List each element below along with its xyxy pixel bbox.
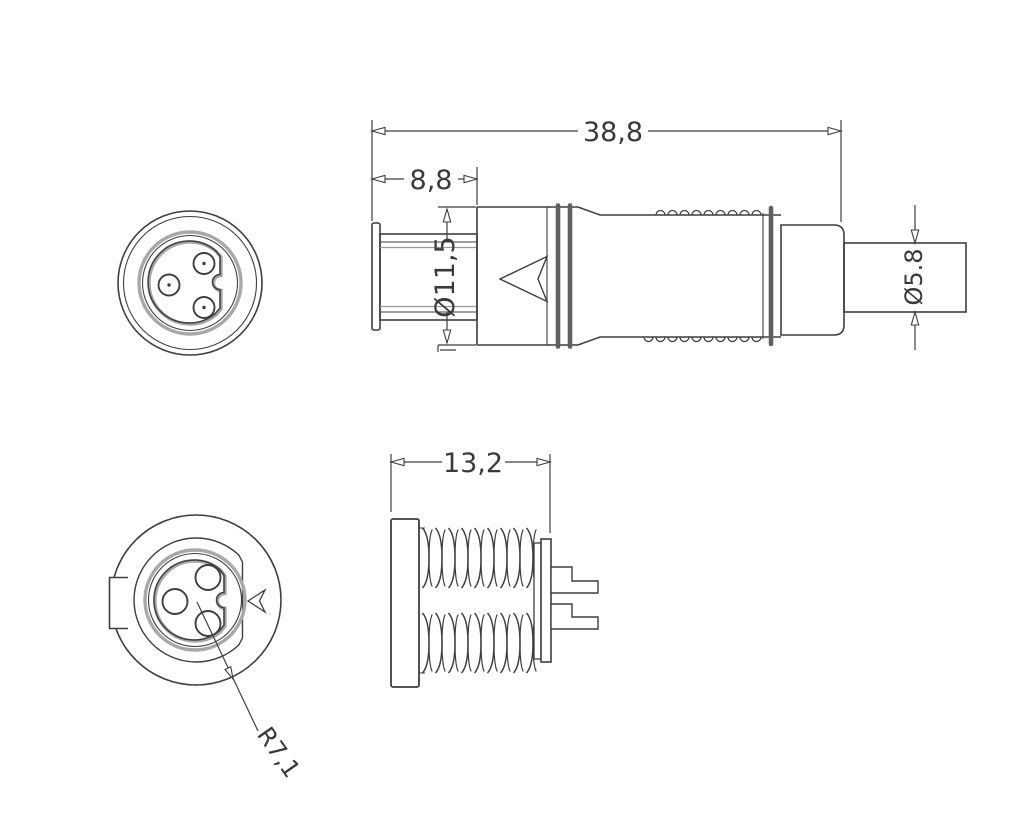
- dim-arrow-left: [388, 457, 405, 467]
- dim-receptacle-length: 13,2: [388, 448, 553, 533]
- dim-arrow-right: [827, 126, 844, 136]
- thread-band-bottom: [420, 612, 538, 674]
- plug-face-view: [117, 210, 263, 356]
- socket-hole-1: [194, 564, 222, 591]
- grip-serrations-top: [655, 209, 762, 216]
- dim-housing-radius: R7,1: [196, 601, 306, 783]
- socket-hole-3: [194, 610, 222, 637]
- thread-end-ring: [533, 542, 542, 660]
- dim-arrow-left: [369, 174, 386, 184]
- dim-arrow-right: [463, 174, 480, 184]
- grip-serrations-bottom: [643, 336, 762, 343]
- dim-arrow-up: [442, 206, 452, 223]
- receptacle-insert-ring-inner: [147, 552, 243, 648]
- thread-band-top: [420, 527, 538, 589]
- receptacle-keyed-insert-outline: [153, 559, 225, 641]
- receptacle-flange-contour: [133, 537, 244, 663]
- plug-contact-pins: [157, 252, 216, 319]
- radius-leader-arrow: [224, 665, 234, 681]
- dim-arrow-right: [536, 457, 553, 467]
- dim-housing-radius-label: R7,1: [251, 722, 305, 783]
- dim-front-length-label: 8,8: [410, 165, 453, 196]
- dim-arrow-down: [910, 229, 920, 246]
- dim-arrow-down: [442, 329, 452, 346]
- dim-front-length: 8,8: [369, 165, 480, 205]
- orientation-chevron-marker: [246, 588, 267, 614]
- dim-cable-diameter-label: Ø5.8: [900, 248, 928, 305]
- body-bottom-edge: [477, 336, 781, 346]
- dim-arrow-left: [369, 126, 386, 136]
- contact-pin-3: [192, 296, 216, 319]
- dim-overall-extension-lines: [371, 120, 842, 222]
- plug-tip-collar: [371, 222, 381, 331]
- dim-front-diameter-label: Ø11,5: [430, 236, 461, 317]
- receptacle-side-view: [390, 518, 599, 688]
- rear-cap: [780, 224, 845, 336]
- sleeve-edge-lines: [380, 241, 477, 313]
- socket-hole-2: [161, 588, 189, 615]
- dim-diameter-line: [437, 221, 456, 352]
- plug-shell-inner-edge: [122, 215, 258, 351]
- solder-terminal-lower: [550, 603, 599, 630]
- body-top-edge: [477, 206, 781, 216]
- contact-pin-3-tip: [202, 305, 206, 310]
- receptacle-socket-holes: [161, 564, 222, 637]
- dim-diameter-extension-ticks: [438, 206, 476, 346]
- dim-receptacle-length-label: 13,2: [443, 448, 503, 479]
- plug-keyed-insert-outline: [147, 240, 221, 324]
- plug-side-view: [371, 203, 967, 349]
- contact-pin-2-tip: [167, 283, 171, 287]
- dim-arrow-up: [910, 309, 920, 326]
- solder-terminal-upper: [550, 566, 599, 594]
- contact-pin-2: [157, 273, 181, 297]
- contact-pin-1-tip: [202, 261, 206, 266]
- orientation-arrow-marker: [498, 255, 549, 303]
- receptacle-insert-ring-outer: [143, 548, 247, 652]
- radius-leader-line: [196, 601, 259, 732]
- plug-outer-shell-circle: [117, 210, 263, 356]
- dim-front-diameter: Ø11,5: [430, 206, 476, 352]
- receptacle-housing-circle: [110, 514, 282, 686]
- cable-sleeve: [843, 242, 967, 313]
- dim-overall-length-label: 38,8: [583, 117, 643, 148]
- plug-insert-ring-outer: [137, 230, 243, 336]
- housing-keyway-notch: [108, 576, 128, 630]
- dim-cable-diameter: Ø5.8: [900, 205, 928, 350]
- dim-overall-length: 38,8: [369, 117, 844, 222]
- mounting-flange: [390, 518, 420, 688]
- dim-receptacle-extension-lines: [390, 454, 551, 533]
- receptacle-end-cap: [540, 538, 552, 663]
- receptacle-face-view: [108, 514, 282, 686]
- sleeve-inner-lines: [380, 246, 477, 308]
- plug-insert-ring-inner: [141, 234, 239, 332]
- contact-pin-1: [192, 252, 216, 275]
